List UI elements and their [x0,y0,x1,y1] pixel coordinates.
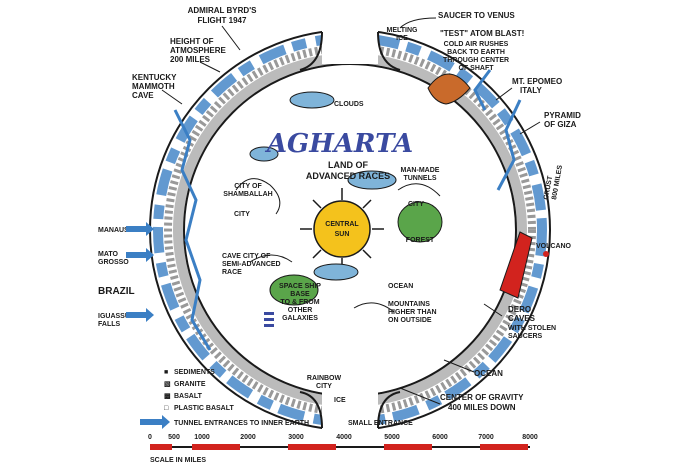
mountains-label-1: MOUNTAINS [388,301,430,308]
scale-tick-6000: 6000 [432,434,448,441]
clouds [249,91,397,281]
cold-air-label-3: THROUGH CENTER [443,57,509,64]
scale-tick-2000: 2000 [240,434,256,441]
scale-tick-7000: 7000 [478,434,494,441]
rainbow-label-2: CITY [316,383,332,390]
cold-air-label-2: BACK TO EARTH [447,49,505,56]
scale-tick-3000: 3000 [288,434,304,441]
pointer-arrows [161,17,541,405]
forest-label: FOREST [406,237,435,244]
legend-label-granite: GRANITE [174,381,206,388]
legend-symbol-granite: ▧ [164,381,171,388]
scale-tick-4000: 4000 [336,434,352,441]
scale-tick-5000: 5000 [384,434,400,441]
legend-label-basalt: BASALT [174,393,203,400]
central-sun-label-1: CENTRAL [325,221,359,228]
ocean-outer-label: OCEAN [474,369,503,378]
atom-blast [427,73,471,105]
cave-city-label-2: SEMI-ADVANCED [222,261,281,268]
crust-label-1: CRUST [543,175,554,201]
earth-crust [149,22,551,438]
mato-label-1: MATO [98,251,119,258]
legend-symbol-sediments: ■ [164,369,168,376]
cold-air-label-1: COLD AIR RUSHES [444,41,509,48]
space-label-2: BASE [290,291,310,298]
tunnel-entrance-arrows [126,222,154,322]
cave-city-label-3: RACE [222,269,242,276]
scale-caption: SCALE IN MILES [150,457,206,464]
forests [269,201,443,306]
mato-label-2: GROSSO [98,259,129,266]
subtitle-line-2: ADVANCED RACES [306,171,390,181]
height-label-3: 200 MILES [170,55,211,64]
scale-tick-0: 0 [148,434,152,441]
rainbow-label-1: RAINBOW [307,375,342,382]
epomeo-label-2: ITALY [520,86,542,95]
manmade-label-2: TUNNELS [403,175,436,182]
manmade-label-1: MAN-MADE [401,167,440,174]
scale-tick-1000: 1000 [194,434,210,441]
melting-label-1: MELTING [387,27,419,34]
legend-label-plastic-basalt: PLASTIC BASALT [174,405,234,412]
subtitle-line-1: LAND OF [328,160,368,170]
clouds-label: CLOUDS [334,101,364,108]
height-label-1: HEIGHT OF [170,37,214,46]
legend-tunnel-label: TUNNEL ENTRANCES TO INNER EARTH [174,420,309,427]
kentucky-label-2: MAMMOTH [132,82,175,91]
shamballah-label-2: SHAMBALLAH [223,191,272,198]
dero-label-1: DERO [508,305,531,314]
space-label-4: OTHER [288,307,313,314]
legend-symbol-basalt: ▩ [164,393,171,400]
pyramid-label-1: PYRAMID [544,111,581,120]
shamballah-label-1: CITY OF [234,183,262,190]
scale-bar: 0 500 1000 2000 3000 4000 5000 6000 7000… [148,434,538,464]
city-left-label: CITY [234,211,250,218]
gravity-label-2: 400 MILES DOWN [448,403,516,412]
cave-city-label-1: CAVE CITY OF [222,253,271,260]
dero-label-4: SAUCERS [508,333,543,340]
byrd-label-1: ADMIRAL BYRD'S [188,6,258,15]
epomeo-label-1: MT. EPOMEO [512,77,562,86]
legend-tunnel-arrow-icon [140,415,170,429]
mountains-label-3: ON OUTSIDE [388,317,432,324]
city-right-label: CITY [408,201,424,208]
saucer-label: SAUCER TO VENUS [438,11,515,20]
space-label-5: GALAXIES [282,315,318,322]
byrd-label-2: FLIGHT 1947 [198,16,247,25]
dero-label-3: WITH STOLEN [508,325,556,332]
kentucky-label-3: CAVE [132,91,154,100]
page-title: AGHARTA [264,129,413,159]
atom-blast-label: "TEST" ATOM BLAST! [440,29,524,38]
ice-label: ICE [334,397,346,404]
iguassu-label-2: FALLS [98,321,120,328]
volcano-icon [499,231,549,299]
iguassu-label-1: IGUASSU [98,313,130,320]
pyramid-label-2: OF GIZA [544,120,577,129]
brazil-label: BRAZIL [98,286,135,297]
melting-label-2: ICE [396,35,408,42]
scale-tick-500: 500 [168,434,180,441]
legend: ■ SEDIMENTS ▧ GRANITE ▩ BASALT □ PLASTIC… [140,369,309,429]
kentucky-label-1: KENTUCKY [132,73,177,82]
tunnel-rivers [173,69,522,351]
legend-symbol-plastic-basalt: □ [164,405,169,412]
inner-terrain [235,178,441,313]
ocean-inner-label: OCEAN [388,283,413,290]
scale-tick-8000: 8000 [522,434,538,441]
central-sun: CENTRAL SUN [300,188,384,270]
legend-label-sediments: SEDIMENTS [174,369,215,376]
cold-air-label-4: OF SHAFT [459,65,495,72]
height-label-2: ATMOSPHERE [170,46,227,55]
spaceship-icons [264,312,274,327]
space-label-3: TO & FROM [280,299,319,306]
small-entrance-label: SMALL ENTRANCE [348,420,413,427]
central-sun-label-2: SUN [335,231,350,238]
gravity-label-1: CENTER OF GRAVITY [440,393,524,402]
mountains-label-2: HIGHER THAN [388,309,437,316]
space-label-1: SPACE SHIP [279,283,321,290]
volcano-label: VOLCANO [536,243,572,250]
manaus-label: MANAUS [98,227,129,234]
dero-label-2: CAVES [508,314,536,323]
